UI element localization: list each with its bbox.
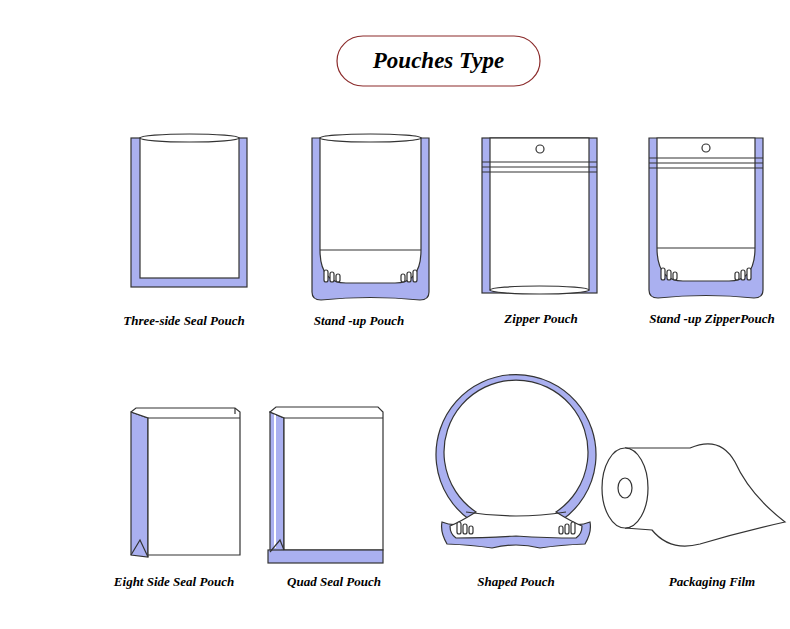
stand-up-pouch [312,134,429,300]
pouch-caption: Quad Seal Pouch [287,574,381,590]
title-border [337,36,540,86]
pouch-caption: Three-side Seal Pouch [123,313,244,329]
zipper-pouch [482,138,597,294]
stand-up-zipper-pouch [649,138,763,298]
title-text: Pouches Type [373,48,504,74]
pouch-caption: Stand -up ZipperPouch [649,311,775,327]
pouch-caption: Stand -up Pouch [314,313,404,329]
quad-seal-pouch [268,407,383,563]
pouch-caption: Zipper Pouch [504,311,577,327]
pouch-caption: Eight Side Seal Pouch [114,574,234,590]
title-box: Pouches Type [336,35,541,87]
packaging-film [602,444,785,546]
shaped-pouch [436,375,596,548]
pouch-caption: Shaped Pouch [477,574,555,590]
pouch-caption: Packaging Film [669,574,755,590]
three-side-seal-pouch [131,134,247,287]
eight-side-seal-pouch [131,408,240,557]
